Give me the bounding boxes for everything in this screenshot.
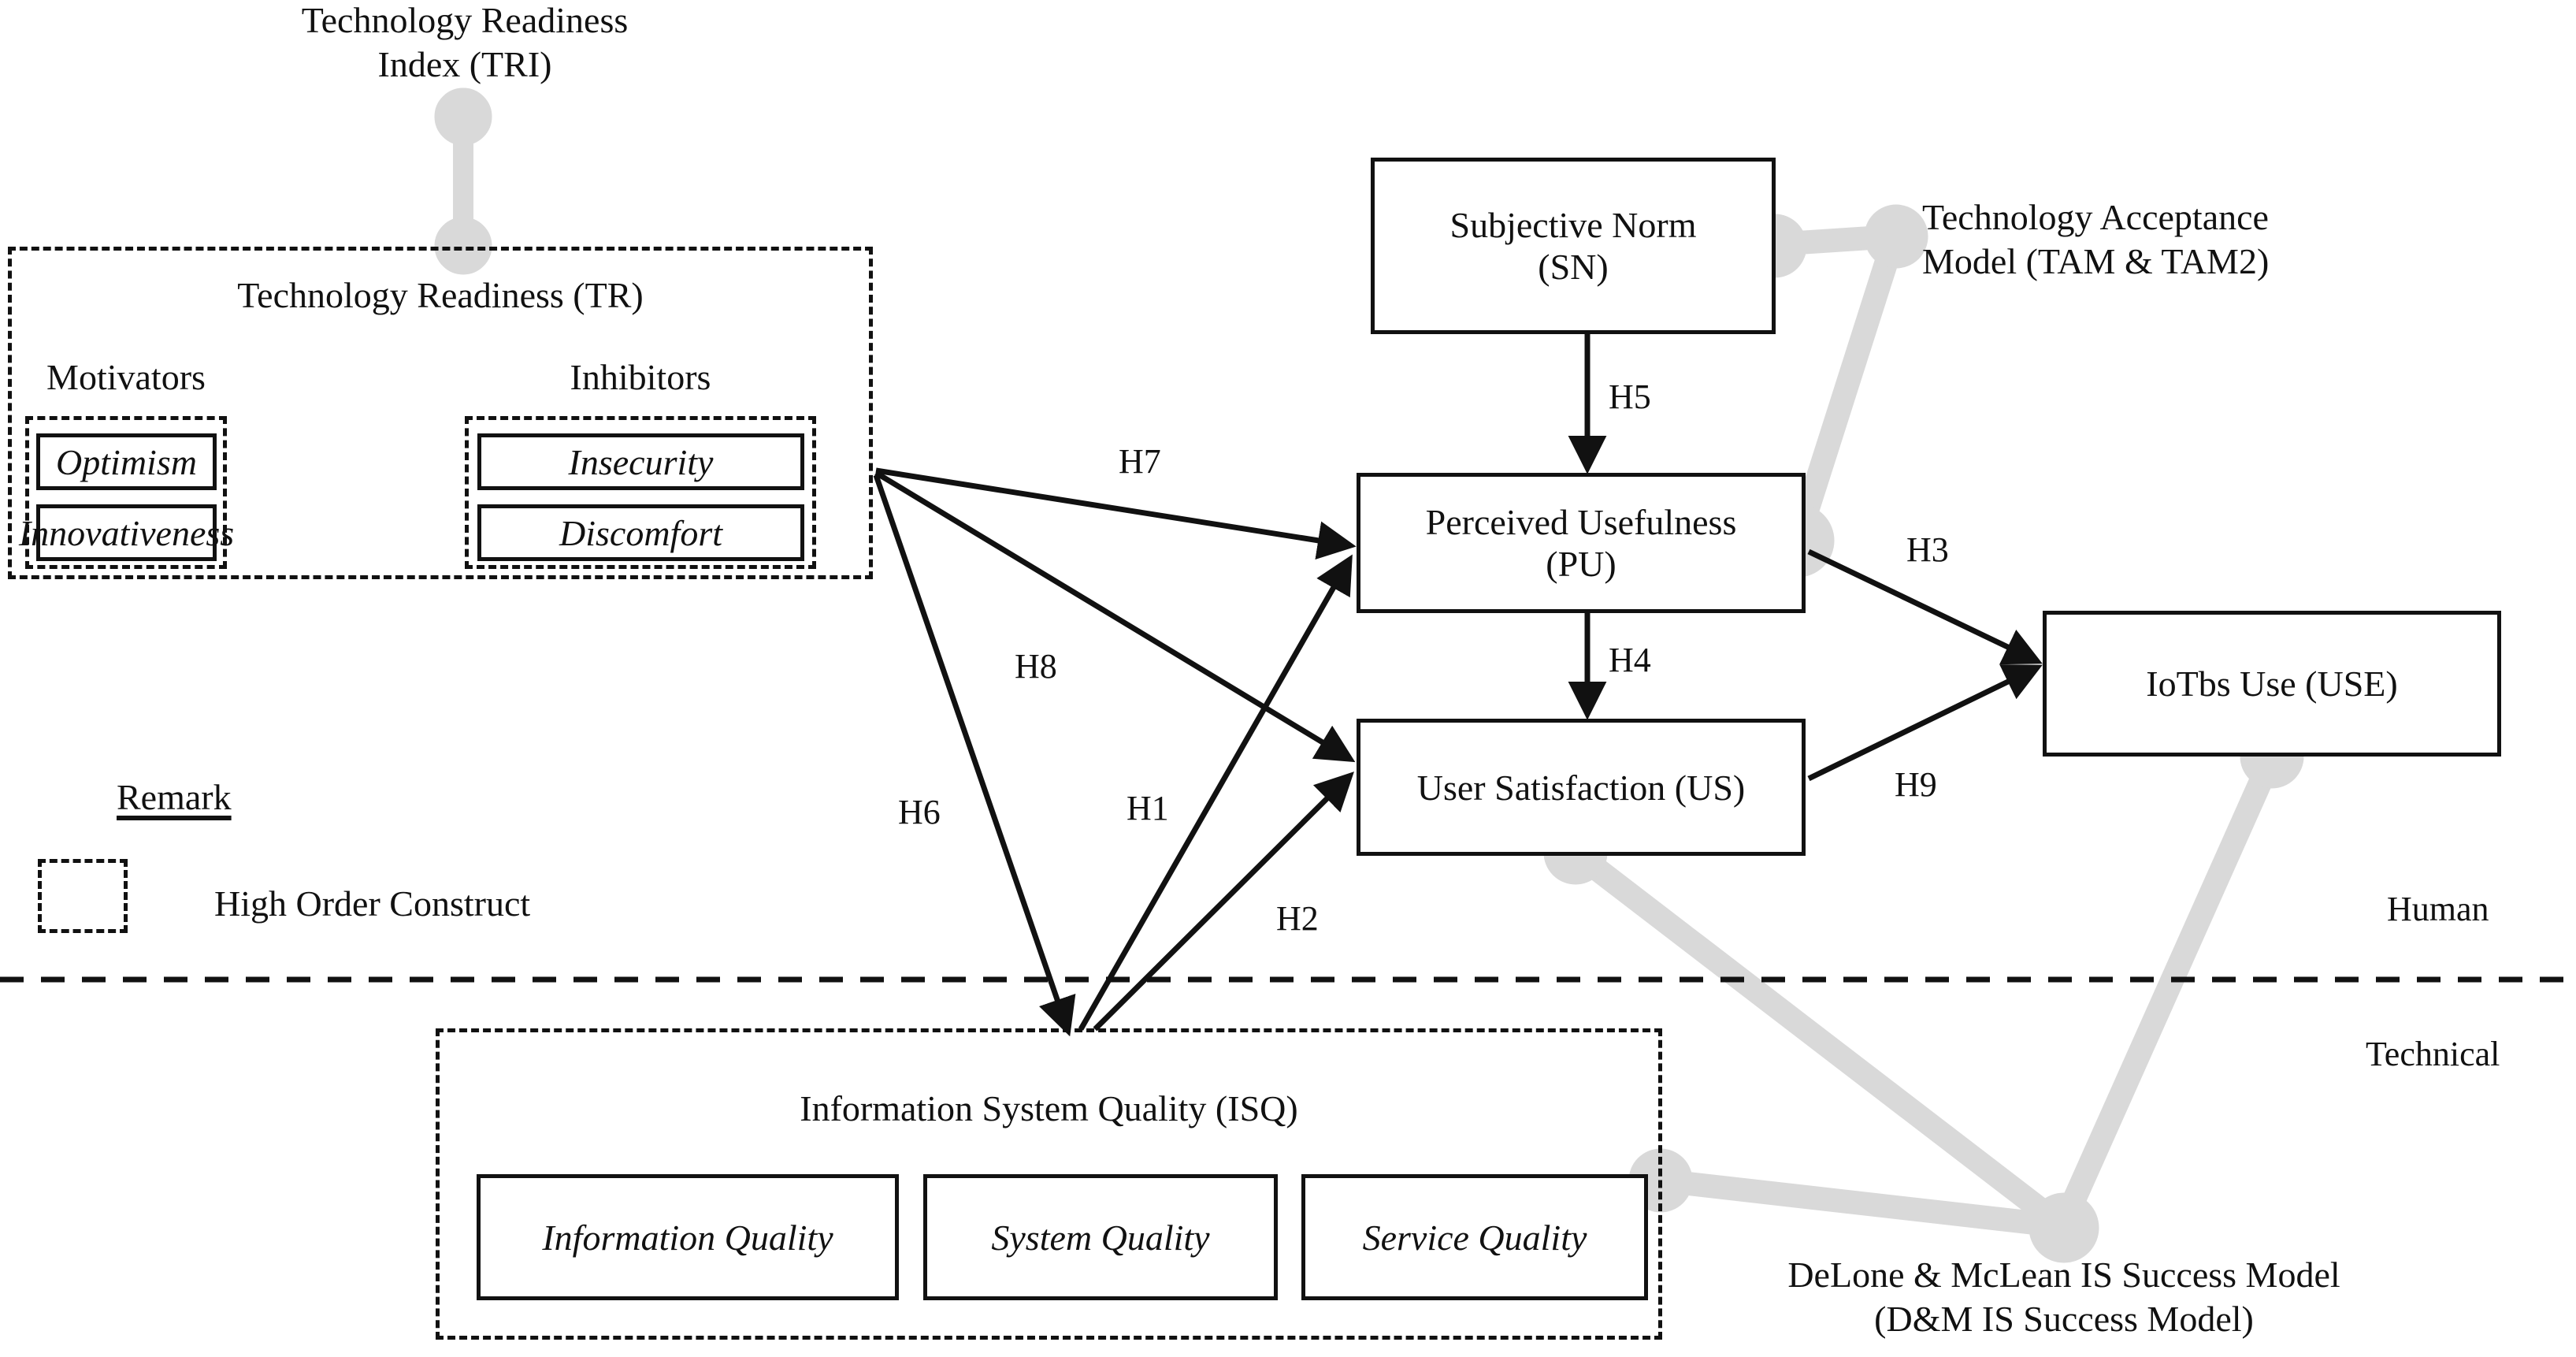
theory-label-tam-line2: Model (TAM & TAM2) (1922, 241, 2270, 282)
hypothesis-label-h2: H2 (1276, 899, 1319, 938)
construct-information-quality-label: Information Quality (542, 1217, 833, 1258)
construct-subjective-norm-line1: Subjective Norm (1449, 205, 1697, 245)
arrow-h8 (874, 470, 1356, 763)
layer-label-technical: Technical (2366, 1035, 2500, 1073)
arrow-h7 (875, 467, 1357, 560)
theory-label-tam-line1: Technology Acceptance (1922, 197, 2269, 237)
construct-discomfort[interactable]: Discomfort (477, 504, 804, 561)
construct-insecurity[interactable]: Insecurity (477, 433, 804, 490)
legend-item-label: High Order Construct (214, 883, 531, 924)
construct-user-satisfaction[interactable]: User Satisfaction (US) (1357, 719, 1806, 856)
construct-system-quality[interactable]: System Quality (923, 1174, 1278, 1300)
layer-label-human: Human (2387, 890, 2489, 928)
construct-subjective-norm[interactable]: Subjective Norm (SN) (1371, 158, 1776, 334)
theory-label-tri: Technology Readiness Index (TRI) (244, 0, 685, 87)
hypothesis-label-h5: H5 (1609, 377, 1651, 416)
technology-readiness-container (8, 247, 873, 579)
legend-swatch-high-order-construct (38, 859, 128, 933)
construct-optimism-label: Optimism (56, 441, 197, 482)
information-system-quality-container (436, 1028, 1662, 1340)
tr-group-label-inhibitors: Inhibitors (570, 357, 711, 397)
theory-label-dm-line1: DeLone & McLean IS Success Model (1787, 1255, 2340, 1295)
tr-group-label-motivators: Motivators (46, 357, 206, 397)
construct-system-quality-label: System Quality (991, 1217, 1210, 1258)
construct-user-satisfaction-label: User Satisfaction (US) (1416, 767, 1746, 808)
hypothesis-label-h4: H4 (1609, 641, 1651, 679)
theory-label-tri-line2: Index (TRI) (377, 44, 552, 85)
construct-optimism[interactable]: Optimism (36, 433, 217, 490)
construct-perceived-usefulness[interactable]: Perceived Usefulness (PU) (1357, 473, 1806, 613)
arrow-h9 (1807, 664, 2043, 782)
construct-iotbs-use[interactable]: IoTbs Use (USE) (2043, 611, 2501, 757)
hypothesis-label-h8: H8 (1015, 647, 1057, 686)
construct-service-quality-label: Service Quality (1362, 1217, 1587, 1258)
construct-information-quality[interactable]: Information Quality (477, 1174, 899, 1300)
hypothesis-label-h6: H6 (898, 793, 941, 831)
arrow-h6 (873, 474, 1076, 1037)
information-system-quality-title: Information System Quality (ISQ) (800, 1088, 1298, 1128)
hypothesis-label-h9: H9 (1895, 765, 1937, 804)
construct-perceived-usefulness-line1: Perceived Usefulness (1425, 502, 1737, 542)
theory-label-tri-line1: Technology Readiness (301, 0, 629, 40)
theory-label-dm-line2: (D&M IS Success Model) (1874, 1299, 2254, 1340)
tr-group-inhibitors (465, 416, 816, 569)
construct-discomfort-label: Discomfort (559, 512, 722, 553)
theory-label-tam: Technology Acceptance Model (TAM & TAM2) (1922, 195, 2269, 284)
hypothesis-label-h3: H3 (1906, 530, 1949, 569)
technology-readiness-title: Technology Readiness (TR) (237, 275, 644, 315)
arrow-h1 (1078, 554, 1353, 1031)
construct-iotbs-use-label: IoTbs Use (USE) (2146, 664, 2398, 704)
construct-innovativeness[interactable]: Innovativeness (19, 504, 234, 561)
legend-heading: Remark (117, 777, 232, 817)
construct-innovativeness-label: Innovativeness (18, 512, 235, 553)
construct-insecurity-label: Insecurity (568, 441, 714, 482)
hypothesis-label-h1: H1 (1127, 789, 1169, 827)
theory-label-dm: DeLone & McLean IS Success Model (D&M IS… (1670, 1253, 2458, 1341)
construct-subjective-norm-line2: (SN) (1538, 247, 1609, 287)
construct-service-quality[interactable]: Service Quality (1301, 1174, 1648, 1300)
tr-group-motivators (25, 416, 227, 569)
construct-perceived-usefulness-line2: (PU) (1546, 544, 1616, 584)
hypothesis-label-h7: H7 (1119, 442, 1161, 481)
